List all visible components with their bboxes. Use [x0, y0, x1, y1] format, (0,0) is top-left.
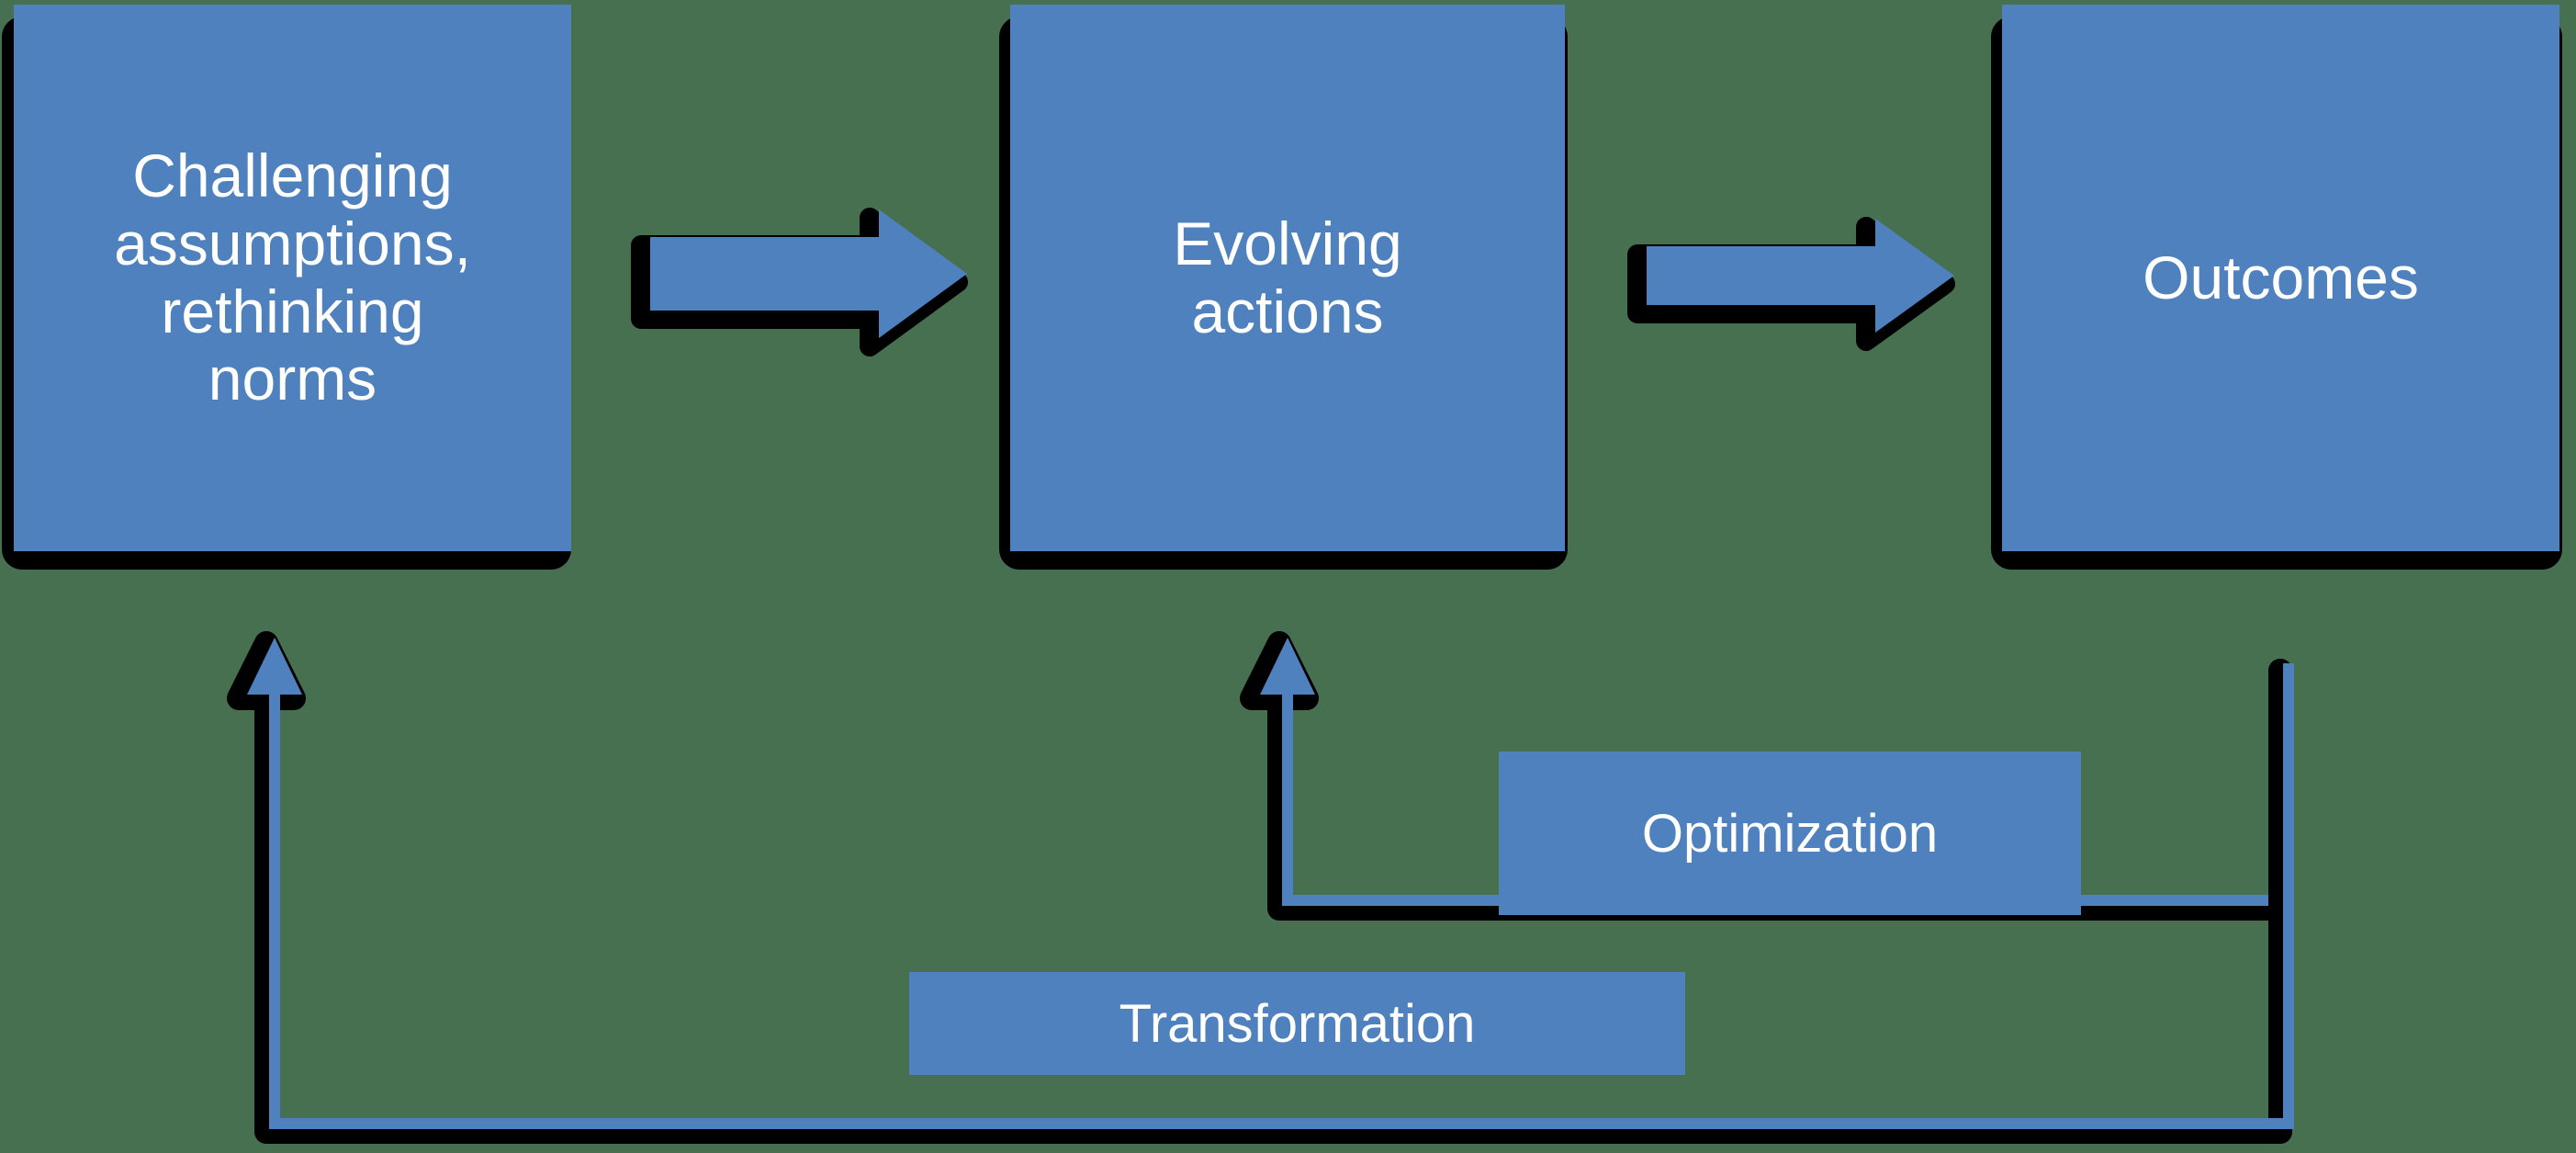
arrow-node1-to-node2[interactable] — [631, 208, 968, 356]
node-3-outcomes[interactable] — [1991, 5, 2562, 570]
arrow-2-body — [1647, 219, 1954, 333]
arrow-1-body — [650, 209, 967, 338]
loop-label-transformation[interactable]: Transformation — [909, 972, 1685, 1075]
loop-transformation-line — [269, 663, 2294, 1129]
loop-optimization-arrowhead — [1260, 638, 1315, 695]
node-1-challenging-assumptions[interactable] — [2, 5, 571, 570]
feedback-loop-transformation[interactable] — [227, 631, 2294, 1144]
loop-transformation-shadow — [254, 659, 2292, 1144]
node-3-body — [2002, 5, 2559, 551]
node-2-evolving-actions[interactable] — [999, 5, 1568, 570]
node-2-body — [1010, 5, 1565, 551]
loop-transformation-arrowhead — [247, 638, 302, 695]
arrow-node2-to-node3[interactable] — [1627, 217, 1955, 351]
node-1-body — [14, 5, 571, 551]
loop-label-optimization[interactable]: Optimization — [1499, 752, 2081, 915]
